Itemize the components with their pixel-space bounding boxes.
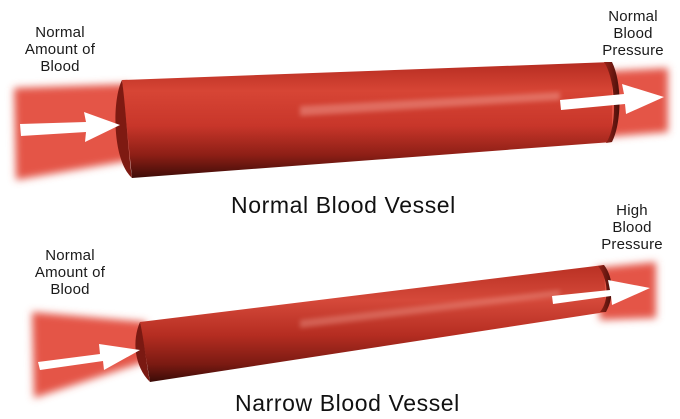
narrow-inlet-label: Normal Amount of Blood <box>14 247 126 298</box>
normal-vessel-tube <box>122 62 612 178</box>
narrow-outlet-label: High Blood Pressure <box>584 202 680 253</box>
narrow-vessel-title: Narrow Blood Vessel <box>235 390 460 417</box>
normal-outlet-label: Normal Blood Pressure <box>585 8 680 59</box>
normal-inlet-label: Normal Amount of Blood <box>4 24 116 75</box>
narrow-vessel-tube <box>140 265 606 382</box>
normal-vessel-title: Normal Blood Vessel <box>231 192 456 219</box>
narrow-inlet-blood-flow <box>32 312 150 398</box>
normal-vessel-group <box>14 62 668 180</box>
